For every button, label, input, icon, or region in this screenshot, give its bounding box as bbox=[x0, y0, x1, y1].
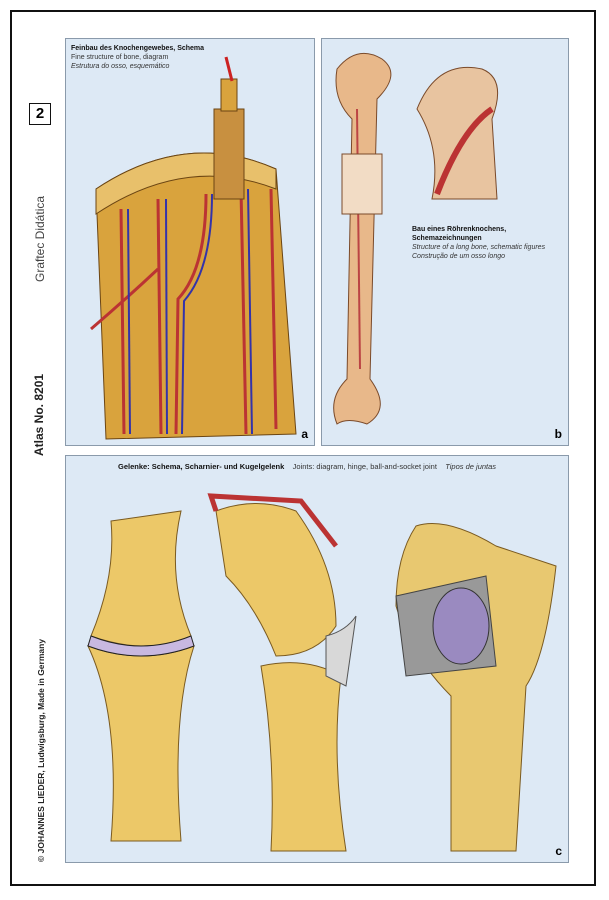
caption-de: Gelenke: Schema, Scharnier- und Kugelgel… bbox=[118, 462, 285, 471]
caption-de: Bau eines Röhrenknochens, Schemazeichnun… bbox=[412, 226, 507, 242]
panel-a-caption: Feinbau des Knochengewebes, Schema Fine … bbox=[71, 44, 204, 71]
publisher-brand: Graftec Didática bbox=[33, 195, 47, 282]
panel-c-letter: c bbox=[555, 844, 562, 858]
caption-pt: Tipos de juntas bbox=[445, 462, 497, 471]
caption-en: Fine structure of bone, diagram bbox=[71, 54, 169, 61]
panel-b-caption: Bau eines Röhrenknochens, Schemazeichnun… bbox=[412, 225, 568, 261]
hinge-joint bbox=[207, 493, 357, 852]
long-bone-illustration bbox=[333, 52, 499, 425]
panel-b-long-bone: Bau eines Röhrenknochens, Schemazeichnun… bbox=[321, 38, 569, 446]
plate-frame bbox=[10, 10, 596, 886]
caption-pt: Estrutura do osso, esquemático bbox=[71, 63, 170, 70]
joint-diagram bbox=[87, 510, 195, 842]
atlas-label: Atlas No. 8201 bbox=[32, 373, 46, 456]
plate-number: 2 bbox=[29, 103, 51, 125]
panel-c-joints: Gelenke: Schema, Scharnier- und Kugelgel… bbox=[65, 455, 569, 863]
panel-b-letter: b bbox=[554, 427, 562, 441]
caption-en: Joints: diagram, hinge, ball-and-socket … bbox=[292, 462, 437, 471]
ball-and-socket-joint bbox=[395, 523, 557, 852]
copyright-notice: © JOHANNES LIEDER, Ludwigsburg, Made in … bbox=[36, 638, 46, 862]
panel-c-caption: Gelenke: Schema, Scharnier- und Kugelgel… bbox=[118, 462, 496, 471]
panel-a-letter: a bbox=[301, 427, 308, 441]
bone-tissue-illustration bbox=[90, 56, 297, 440]
caption-pt: Construção de um osso longo bbox=[412, 253, 505, 260]
caption-en: Structure of a long bone, schematic figu… bbox=[412, 244, 546, 251]
caption-de: Feinbau des Knochengewebes, Schema bbox=[71, 45, 205, 52]
panel-a-bone-structure: Feinbau des Knochengewebes, Schema Fine … bbox=[65, 38, 315, 446]
joints-illustration bbox=[87, 493, 557, 852]
